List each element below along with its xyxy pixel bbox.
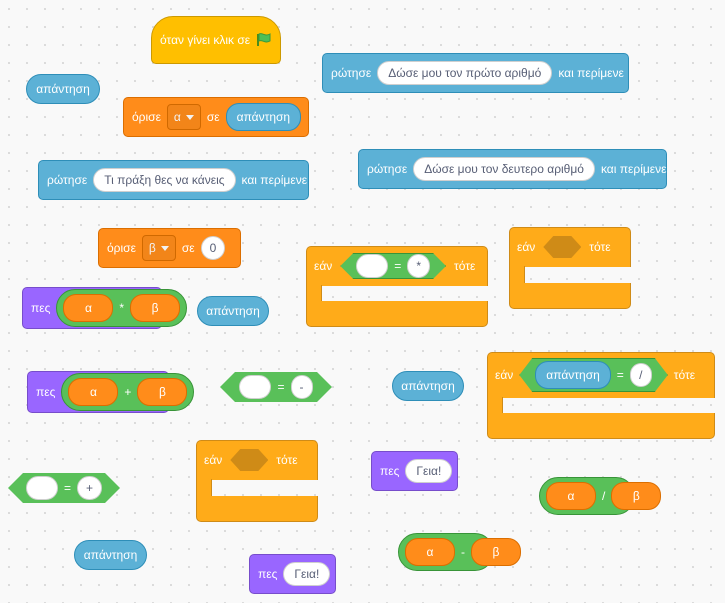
ask-verb-label: ρώτησε: [367, 162, 408, 176]
ask-suffix-label: και περίμενε: [558, 66, 624, 80]
say-add-block[interactable]: πες α + β: [27, 371, 195, 413]
equals-sign: =: [63, 481, 71, 495]
operator-sign: /: [602, 489, 606, 503]
say-hello-block-2[interactable]: πες Γεια!: [249, 554, 336, 594]
equals-right-input[interactable]: *: [407, 254, 430, 278]
multiply-operator[interactable]: α * β: [56, 289, 188, 327]
answer-reporter-label: απάντηση: [36, 82, 90, 96]
variable-name: α: [173, 110, 181, 124]
say-hello-block-1[interactable]: πες Γεια!: [371, 451, 458, 491]
caret-down-icon: [185, 114, 194, 120]
equals-sign: =: [394, 259, 402, 273]
ask-first-number-block[interactable]: ρώτησε Δώσε μου τον πρώτο αριθμό και περ…: [322, 53, 629, 93]
equals-minus-operator[interactable]: = -: [220, 372, 332, 402]
variable-a-reporter[interactable]: α: [68, 378, 119, 406]
set-a-block[interactable]: όρισε α σε απάντηση: [123, 97, 309, 137]
variable-a-reporter[interactable]: α: [546, 482, 596, 510]
value-input[interactable]: 0: [200, 236, 226, 260]
subtract-operator[interactable]: α - β: [398, 533, 521, 571]
add-operator[interactable]: α + β: [61, 373, 195, 411]
equals-left-input[interactable]: [356, 254, 388, 278]
set-verb-label: όρισε: [107, 241, 136, 255]
equals-right-input[interactable]: /: [630, 363, 652, 387]
empty-condition-slot[interactable]: [543, 236, 582, 258]
caret-down-icon: [160, 245, 169, 251]
operator-sign: +: [124, 385, 132, 399]
operator-sign: -: [461, 545, 465, 559]
set-verb-label: όρισε: [132, 110, 161, 124]
variable-name: β: [148, 241, 156, 255]
answer-reporter[interactable]: απάντηση: [535, 361, 610, 389]
equals-plus-operator[interactable]: = +: [8, 473, 120, 503]
variable-dropdown[interactable]: α: [166, 104, 201, 130]
set-b-block[interactable]: όρισε β σε 0: [98, 228, 241, 268]
answer-reporter-label: απάντηση: [206, 304, 260, 318]
if-label: εάν: [495, 368, 514, 382]
equals-operator[interactable]: = *: [340, 253, 446, 279]
answer-reporter[interactable]: απάντηση: [392, 371, 464, 401]
then-label: τότε: [453, 259, 476, 273]
say-label: πες: [31, 301, 51, 315]
ask-verb-label: ρώτησε: [331, 66, 372, 80]
green-flag-icon: [256, 33, 272, 47]
variable-b-reporter[interactable]: β: [137, 378, 188, 406]
set-mid-label: σε: [206, 110, 220, 124]
equals-left-input[interactable]: [239, 375, 271, 399]
ask-prompt-input[interactable]: Δώσε μου τον δευτερο αριθμό: [413, 157, 595, 181]
ask-prompt-input[interactable]: Τι πράξη θες να κάνεις: [93, 168, 236, 192]
equals-right-input[interactable]: +: [77, 476, 102, 500]
equals-sign: =: [277, 380, 285, 394]
answer-reporter-label: απάντηση: [83, 548, 138, 562]
say-mul-block[interactable]: πες α * β: [22, 287, 188, 329]
then-label: τότε: [673, 368, 696, 382]
ask-suffix-label: και περίμενε: [600, 162, 667, 176]
ask-operation-block[interactable]: ρώτησε Τι πράξη θες να κάνεις και περίμε…: [38, 160, 309, 200]
answer-reporter[interactable]: απάντηση: [26, 74, 100, 104]
answer-reporter[interactable]: απάντηση: [74, 540, 147, 570]
answer-reporter[interactable]: απάντηση: [197, 296, 269, 326]
if-label: εάν: [204, 453, 223, 467]
ask-verb-label: ρώτησε: [47, 173, 88, 187]
operator-sign: *: [119, 301, 125, 315]
equals-operator[interactable]: απάντηση = /: [519, 358, 668, 392]
ask-suffix-label: και περίμενε: [241, 173, 308, 187]
if-label: εάν: [314, 259, 333, 273]
set-mid-label: σε: [181, 241, 195, 255]
ask-prompt-input[interactable]: Δώσε μου τον πρώτο αριθμό: [377, 61, 553, 85]
variable-b-reporter[interactable]: β: [471, 538, 521, 566]
answer-reporter-label: απάντηση: [401, 379, 455, 393]
say-label: πες: [380, 464, 400, 478]
variable-b-reporter[interactable]: β: [611, 482, 662, 510]
variable-b-reporter[interactable]: β: [130, 294, 181, 322]
then-label: τότε: [589, 240, 611, 254]
say-text-input[interactable]: Γεια!: [283, 562, 331, 586]
when-flag-clicked-block[interactable]: όταν γίνει κλικ σε: [151, 16, 281, 64]
answer-reporter[interactable]: απάντηση: [225, 103, 302, 131]
variable-a-reporter[interactable]: α: [405, 538, 455, 566]
if-label: εάν: [517, 240, 536, 254]
say-text-input[interactable]: Γεια!: [405, 459, 453, 483]
equals-sign: =: [616, 368, 624, 382]
then-label: τότε: [276, 453, 298, 467]
variable-dropdown[interactable]: β: [141, 235, 176, 261]
equals-left-input[interactable]: [26, 476, 58, 500]
equals-right-input[interactable]: -: [291, 375, 313, 399]
divide-operator[interactable]: α / β: [539, 477, 662, 515]
say-label: πες: [36, 385, 56, 399]
say-label: πες: [258, 567, 278, 581]
ask-second-number-block[interactable]: ρώτησε Δώσε μου τον δευτερο αριθμό και π…: [358, 149, 667, 189]
when-flag-clicked-label: όταν γίνει κλικ σε: [160, 33, 251, 47]
empty-condition-slot[interactable]: [230, 449, 269, 471]
variable-a-reporter[interactable]: α: [63, 294, 114, 322]
